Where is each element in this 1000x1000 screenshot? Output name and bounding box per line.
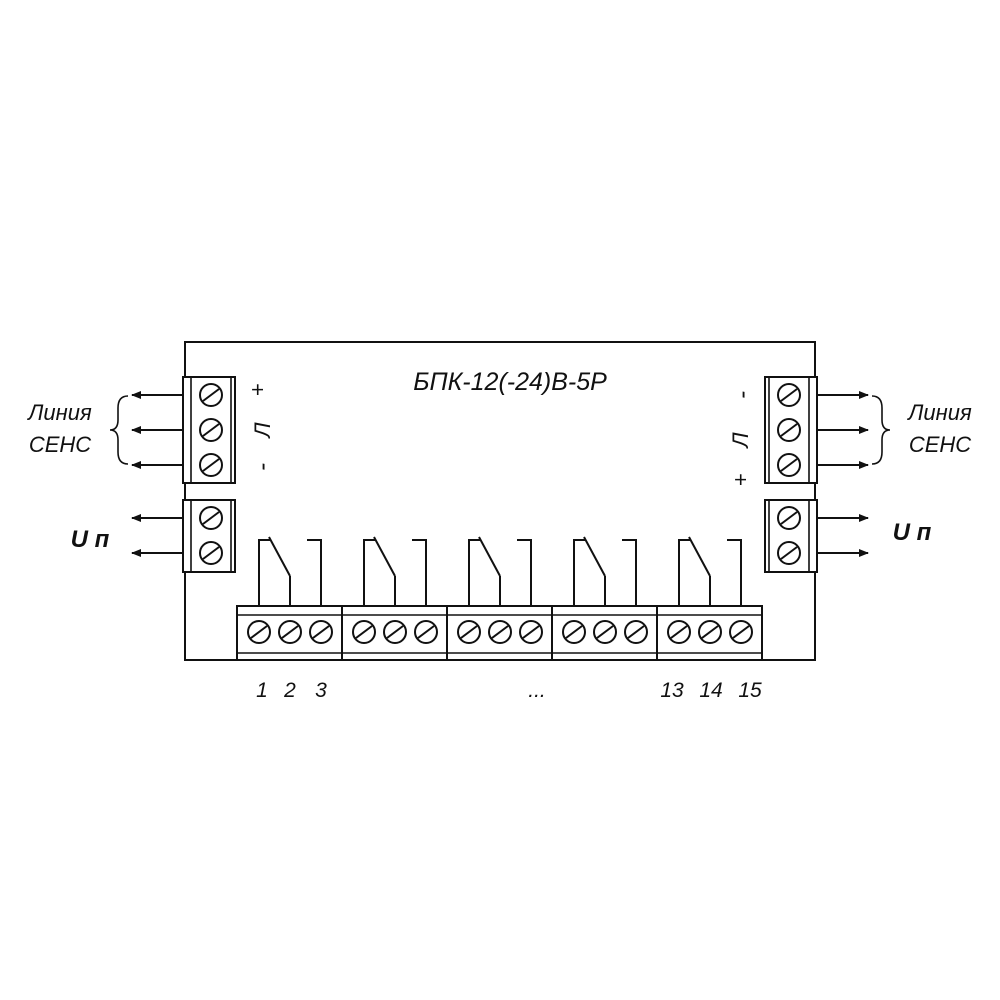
screw-icon xyxy=(624,620,648,644)
screw-icon xyxy=(777,541,801,565)
right-arrows xyxy=(817,391,869,557)
relay-contact-icon xyxy=(258,536,322,606)
relay-group xyxy=(656,536,763,661)
right-sens-label: СЕНС xyxy=(909,432,971,457)
right-brace-icon xyxy=(871,395,891,465)
relay-contact-icon xyxy=(573,536,637,606)
left-line-label: Линия xyxy=(26,400,92,425)
screw-icon xyxy=(199,383,223,407)
terminal-number: 13 xyxy=(660,679,684,702)
relay-group xyxy=(236,536,343,661)
left-power-terminal-block xyxy=(182,499,236,573)
screw-icon xyxy=(562,620,586,644)
screw-icon xyxy=(457,620,481,644)
screw-icon xyxy=(199,418,223,442)
screw-icon xyxy=(777,383,801,407)
screw-icon xyxy=(488,620,512,644)
right-power-terminal-block xyxy=(764,499,818,573)
device-title: БПК-12(-24)В-5Р xyxy=(413,368,607,396)
screw-icon xyxy=(199,506,223,530)
screw-icon xyxy=(278,620,302,644)
screw-icon xyxy=(247,620,271,644)
right-power-label: U п xyxy=(893,519,932,546)
screw-icon xyxy=(698,620,722,644)
relay-terminal-strip xyxy=(236,536,763,661)
screw-icon xyxy=(729,620,753,644)
terminal-number: 3 xyxy=(315,679,327,702)
screw-icon xyxy=(414,620,438,644)
right-line-terminal-block xyxy=(764,376,818,484)
screw-icon xyxy=(199,541,223,565)
screw-icon xyxy=(593,620,617,644)
terminal-ellipsis: ... xyxy=(528,679,546,702)
left-brace-icon xyxy=(109,395,129,465)
left-line-terminal-block xyxy=(182,376,236,484)
relay-group xyxy=(446,536,553,661)
right-line-label: Линия xyxy=(906,400,972,425)
screw-icon xyxy=(352,620,376,644)
relay-contact-icon xyxy=(468,536,532,606)
screw-icon xyxy=(777,453,801,477)
left-minus-mark: - xyxy=(249,463,276,471)
screw-icon xyxy=(309,620,333,644)
left-arrows xyxy=(131,391,183,557)
screw-icon xyxy=(777,418,801,442)
right-plus-mark: + xyxy=(728,473,753,486)
relay-group xyxy=(341,536,448,661)
screw-icon xyxy=(199,453,223,477)
terminal-number: 14 xyxy=(699,679,722,702)
terminal-number: 1 xyxy=(256,679,268,702)
right-minus-mark: - xyxy=(729,391,756,399)
screw-icon xyxy=(383,620,407,644)
left-plus-mark: + xyxy=(245,383,270,396)
screw-icon xyxy=(519,620,543,644)
left-line-letter: Л xyxy=(250,422,275,440)
left-power-label: U п xyxy=(71,526,110,553)
relay-group xyxy=(551,536,658,661)
relay-contact-icon xyxy=(678,536,742,606)
screw-icon xyxy=(667,620,691,644)
left-sens-label: СЕНС xyxy=(29,432,91,457)
screw-icon xyxy=(777,506,801,530)
relay-contact-icon xyxy=(363,536,427,606)
terminal-number: 15 xyxy=(738,679,762,702)
right-line-letter: Л xyxy=(728,432,753,450)
terminal-number: 2 xyxy=(283,679,296,702)
